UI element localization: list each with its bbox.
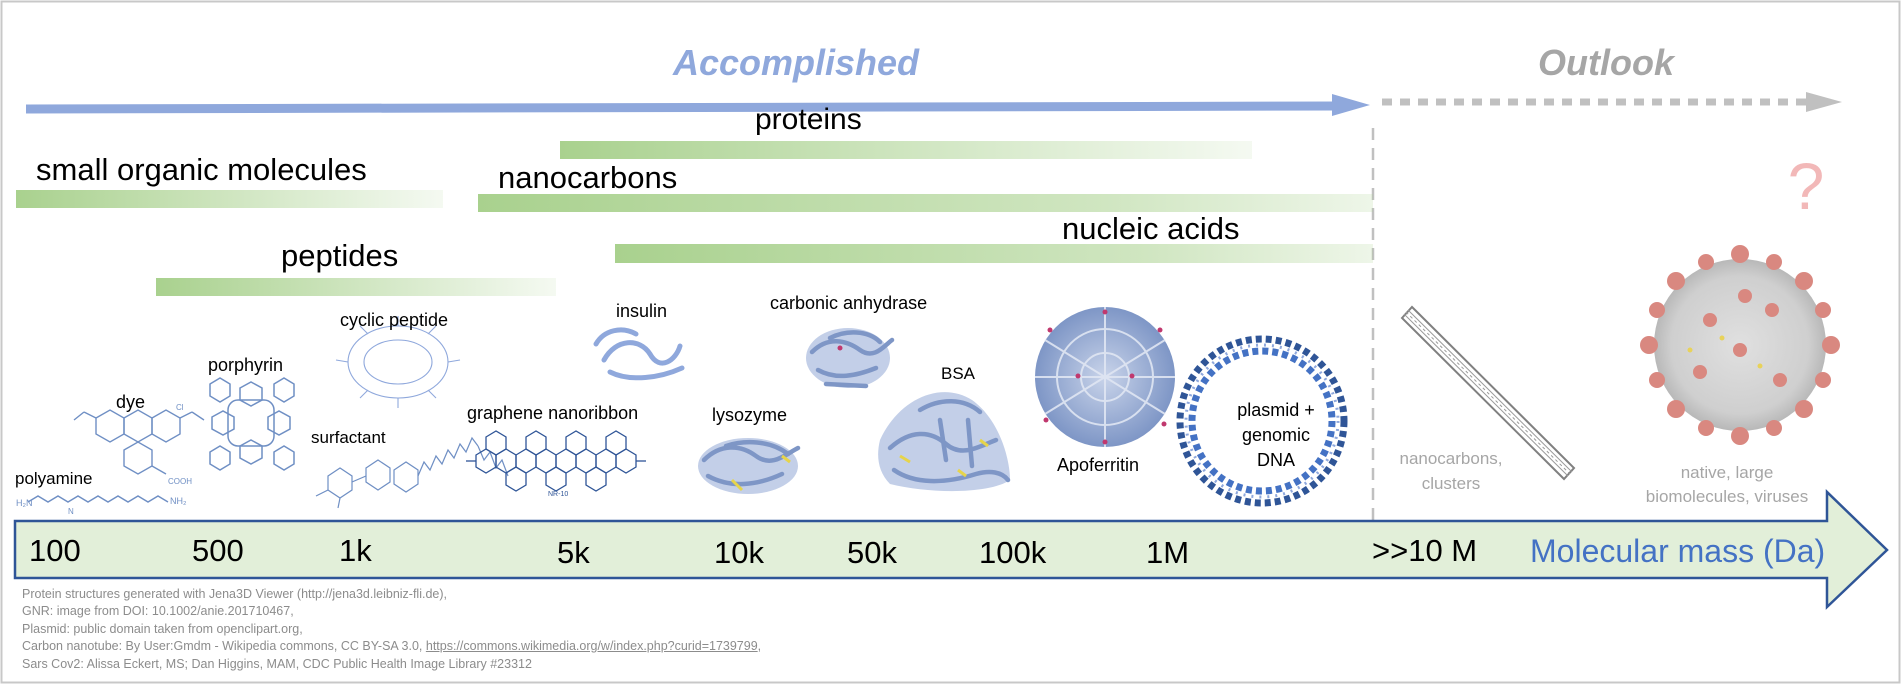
label-carbonic-anhydrase: carbonic anhydrase: [770, 293, 927, 313]
credit-line-4: Carbon nanotube: By User:Gmdm - Wikipedi…: [22, 638, 761, 655]
label-cyclic-peptide: cyclic peptide: [340, 310, 448, 330]
image-credits: Protein structures generated with Jena3D…: [22, 586, 761, 673]
label-insulin: insulin: [616, 301, 667, 321]
tick-50k: 50k: [847, 535, 897, 570]
outlook-title: Outlook: [1538, 42, 1676, 83]
graphene-nanoribbon-structure: NR-10: [466, 430, 646, 498]
label-native-line2: biomolecules, viruses: [1646, 487, 1809, 506]
tick-1m: 1M: [1146, 535, 1189, 570]
polyamine-structure: H₂N NH₂ N: [16, 495, 187, 516]
axis-label: Molecular mass (Da): [1530, 533, 1825, 569]
label-surfactant: surfactant: [311, 428, 386, 447]
mass-axis-ticks: 100 500 1k 5k 10k 50k 100k 1M >>10 M: [29, 533, 1477, 570]
tick-5k: 5k: [557, 535, 590, 570]
tick-10m: >>10 M: [1372, 533, 1477, 568]
accomplished-title: Accomplished: [672, 42, 920, 83]
credit-line-5: Sars Cov2: Alissa Eckert, MS; Dan Higgin…: [22, 656, 532, 671]
bar-peptides: [156, 278, 556, 296]
label-nano-clusters-line1: nanocarbons,: [1399, 449, 1502, 468]
label-nucleic-acids: nucleic acids: [1062, 211, 1239, 246]
svg-text:N: N: [68, 507, 74, 516]
accomplished-arrow: [25, 94, 1370, 116]
mass-axis-arrow: [13, 489, 1889, 610]
credit-link[interactable]: https://commons.wikimedia.org/w/index.ph…: [425, 639, 758, 654]
label-polyamine: polyamine: [15, 469, 93, 488]
label-porphyrin: porphyrin: [208, 355, 283, 375]
label-lysozyme: lysozyme: [712, 405, 787, 425]
credit-line-4-text: Carbon nanotube: By User:Gmdm - Wikipedi…: [22, 639, 426, 654]
lysozyme-structure: [698, 438, 801, 494]
bsa-structure: [878, 392, 1011, 492]
credit-line-1: Protein structures generated with Jena3D…: [22, 587, 447, 601]
label-native-line1: native, large: [1681, 463, 1774, 482]
cyclic-peptide-structure: [335, 316, 461, 408]
dye-structure: COOH Cl: [73, 403, 205, 486]
svg-text:NR-10: NR-10: [548, 491, 568, 498]
label-proteins: proteins: [755, 103, 862, 136]
outlook-arrow: [1382, 92, 1842, 112]
apoferritin-structure: [1035, 307, 1175, 447]
porphyrin-structure: [209, 377, 295, 471]
label-dye: dye: [116, 392, 145, 412]
svg-text:H₂N: H₂N: [16, 498, 33, 508]
label-graphene-nanoribbon: graphene nanoribbon: [467, 403, 638, 423]
credit-line-2: GNR: image from DOI: 10.1002/anie.201710…: [22, 604, 294, 619]
carbonic-anhydrase-structure: [806, 328, 895, 389]
label-nano-clusters-line2: clusters: [1422, 474, 1481, 493]
label-plasmid-line1: plasmid +: [1237, 400, 1315, 420]
carbon-nanotube-structure: [1400, 305, 1576, 481]
tick-100k: 100k: [979, 535, 1047, 570]
credit-line-3: Plasmid: public domain taken from opencl…: [22, 621, 303, 636]
tick-1k: 1k: [339, 533, 372, 568]
insulin-structure: [593, 327, 685, 381]
tick-100: 100: [29, 533, 81, 568]
svg-text:COOH: COOH: [168, 477, 192, 486]
tick-10k: 10k: [714, 535, 764, 570]
svg-text:Cl: Cl: [176, 403, 184, 412]
credit-line-4-end: ,: [757, 639, 762, 654]
plasmid-dna-structure: [1176, 335, 1348, 507]
bar-proteins: [560, 141, 1252, 159]
label-bsa: BSA: [941, 364, 976, 383]
label-nanocarbons: nanocarbons: [498, 160, 677, 195]
tick-500: 500: [192, 533, 244, 568]
label-small-organic: small organic molecules: [36, 152, 367, 187]
bar-small-organic: [16, 190, 443, 208]
surfactant-structure: [315, 436, 509, 509]
bar-nucleic-acids: [615, 244, 1373, 263]
svg-text:NH₂: NH₂: [170, 496, 187, 506]
virus-illustration: [1640, 245, 1840, 445]
label-apoferritin: Apoferritin: [1057, 455, 1139, 475]
bar-nanocarbons: [478, 194, 1373, 212]
label-peptides: peptides: [281, 238, 398, 273]
label-plasmid-line3: DNA: [1257, 450, 1295, 470]
label-plasmid-line2: genomic: [1242, 425, 1310, 445]
question-mark-icon: ?: [1788, 149, 1825, 223]
